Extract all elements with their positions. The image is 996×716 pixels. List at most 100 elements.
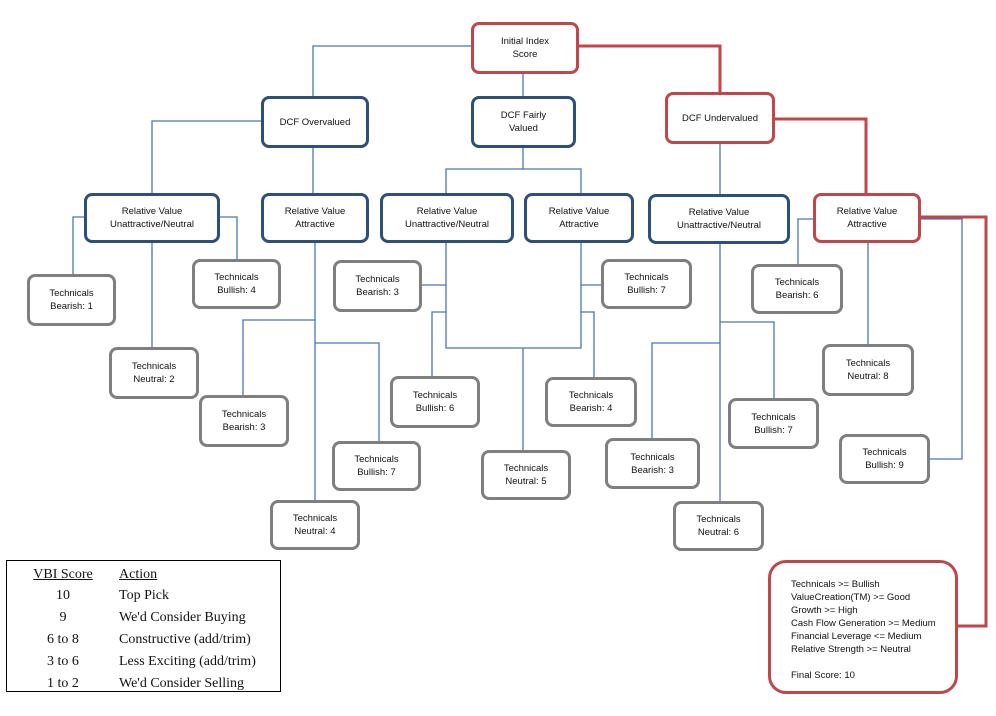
node-technicals-bullish-6: Technicals Bullish: 6: [390, 376, 480, 428]
connector-highlight: [775, 117, 868, 193]
node-technicals-bearish-6: Technicals Bearish: 6: [751, 264, 843, 314]
legend-action: We'd Consider Buying: [119, 610, 246, 625]
vbi-score-legend: VBI Score Action 10 Top Pick 9 We'd Cons…: [6, 560, 281, 692]
node-line: DCF Overvalued: [279, 116, 351, 128]
legend-row: 6 to 8 Constructive (add/trim): [7, 632, 280, 654]
connector: [581, 311, 595, 377]
node-line: Technicals: [221, 409, 267, 420]
node-line: Valued: [509, 123, 538, 134]
node-rv-attractive-left: Relative Value Attractive: [261, 193, 369, 243]
node-line: Technicals: [568, 390, 614, 401]
connector: [797, 218, 813, 264]
node-technicals-neutral-2: Technicals Neutral: 2: [109, 347, 199, 399]
node-line: DCF Fairly: [500, 110, 547, 121]
criteria-line: Growth >= High: [791, 605, 858, 616]
node-line: Neutral: 8: [847, 371, 889, 382]
node-line: Neutral: 4: [294, 526, 336, 537]
legend-action: We'd Consider Selling: [119, 676, 245, 691]
legend-score: 10: [56, 588, 70, 603]
criteria-line: ValueCreation(TM) >= Good: [791, 592, 911, 603]
node-line: Bearish: 3: [631, 464, 674, 476]
node-line: Relative Value: [836, 206, 898, 217]
node-line: Unattractive/Neutral: [405, 219, 489, 230]
node-line: Bullish: 9: [865, 460, 904, 471]
node-line: Attractive: [847, 219, 887, 230]
node-line: DCF Undervalued: [681, 112, 759, 124]
node-technicals-neutral-6: Technicals Neutral: 6: [673, 501, 764, 551]
connector-highlight: [921, 215, 988, 628]
node-line: Attractive: [295, 219, 335, 230]
node-line: Neutral: 6: [697, 527, 740, 538]
connector: [445, 243, 582, 349]
node-rv-unattractive-left: Relative Value Unattractive/Neutral: [84, 193, 220, 243]
connector: [242, 319, 315, 395]
node-rv-attractive-right: Relative Value Attractive: [813, 193, 921, 243]
connector: [720, 321, 775, 398]
final-score-criteria-box: Technicals >= Bullish ValueCreation(TM) …: [768, 560, 958, 694]
node-technicals-bearish-3-middle: Technicals Bearish: 3: [333, 260, 422, 312]
node-line: Attractive: [559, 219, 599, 230]
node-dcf-undervalued: DCF Undervalued: [665, 92, 775, 144]
legend-action: Constructive (add/trim): [119, 632, 251, 647]
legend-row: 9 We'd Consider Buying: [7, 610, 280, 632]
node-line: Relative Value: [548, 206, 610, 217]
node-technicals-bullish-9: Technicals Bullish: 9: [839, 434, 930, 484]
node-line: Technicals: [292, 513, 338, 524]
node-line: Bullish: 7: [754, 424, 793, 436]
node-line: Neutral: 5: [505, 476, 547, 487]
node-technicals-bearish-3-left: Technicals Bearish: 3: [199, 395, 289, 447]
legend-row: 1 to 2 We'd Consider Selling: [7, 676, 280, 698]
node-dcf-fairly-valued: DCF Fairly Valued: [471, 96, 576, 148]
node-line: Bullish: 7: [357, 467, 396, 478]
node-line: Unattractive/Neutral: [110, 219, 194, 230]
connector: [315, 342, 380, 441]
legend-row: 10 Top Pick: [7, 588, 280, 610]
node-technicals-bullish-7-left: Technicals Bullish: 7: [332, 441, 421, 491]
node-line: Technicals: [354, 454, 399, 465]
node-technicals-bullish-7-right: Technicals Bullish: 7: [728, 398, 819, 449]
node-line: Relative Value: [688, 207, 750, 218]
node-line: Relative Value: [121, 206, 183, 217]
node-rv-attractive-middle: Relative Value Attractive: [524, 193, 634, 243]
legend-score: 3 to 6: [47, 654, 79, 669]
node-line: Bullish: 6: [415, 403, 455, 414]
criteria-line: Cash Flow Generation >= Medium: [791, 618, 936, 629]
node-line: Technicals: [845, 358, 891, 369]
connector: [921, 218, 963, 460]
node-technicals-bullish-7-middle: Technicals Bullish: 7: [601, 259, 692, 309]
node-initial-index-score: Initial Index Score: [471, 22, 579, 74]
node-line: Technicals: [630, 451, 675, 463]
node-line: Score: [512, 49, 538, 60]
legend-header-score: VBI Score: [33, 567, 93, 582]
criteria-line: Financial Leverage <= Medium: [791, 631, 922, 642]
node-line: Relative Value: [284, 206, 346, 217]
connector: [431, 311, 446, 376]
node-line: Technicals: [131, 361, 177, 372]
legend-row: 3 to 6 Less Exciting (add/trim): [7, 654, 280, 676]
node-technicals-neutral-4: Technicals Neutral: 4: [270, 500, 360, 550]
legend-action: Top Pick: [119, 588, 169, 603]
node-line: Technicals: [862, 447, 907, 458]
legend-action: Less Exciting (add/trim): [119, 654, 256, 669]
node-line: Technicals: [774, 277, 820, 288]
node-line: Bearish: 3: [356, 287, 399, 298]
node-technicals-bearish-3-right: Technicals Bearish: 3: [605, 438, 700, 489]
node-line: Bullish: 7: [627, 285, 666, 296]
connector: [445, 168, 582, 193]
node-line: Technicals: [412, 390, 458, 401]
node-dcf-overvalued: DCF Overvalued: [261, 96, 369, 148]
node-line: Bearish: 1: [50, 301, 93, 312]
node-technicals-bullish-4: Technicals Bullish: 4: [192, 259, 281, 309]
node-technicals-bearish-1: Technicals Bearish: 1: [27, 274, 116, 326]
node-line: Technicals: [355, 274, 400, 285]
node-line: Bearish: 4: [569, 403, 613, 414]
legend-score: 6 to 8: [47, 632, 79, 647]
node-line: Technicals: [503, 463, 549, 474]
node-technicals-bearish-4: Technicals Bearish: 4: [545, 377, 637, 427]
legend-score: 1 to 2: [47, 676, 79, 691]
connector: [72, 216, 84, 274]
node-line: Relative Value: [416, 206, 478, 217]
legend-header-action: Action: [119, 567, 158, 582]
node-line: Bullish: 4: [217, 285, 256, 296]
